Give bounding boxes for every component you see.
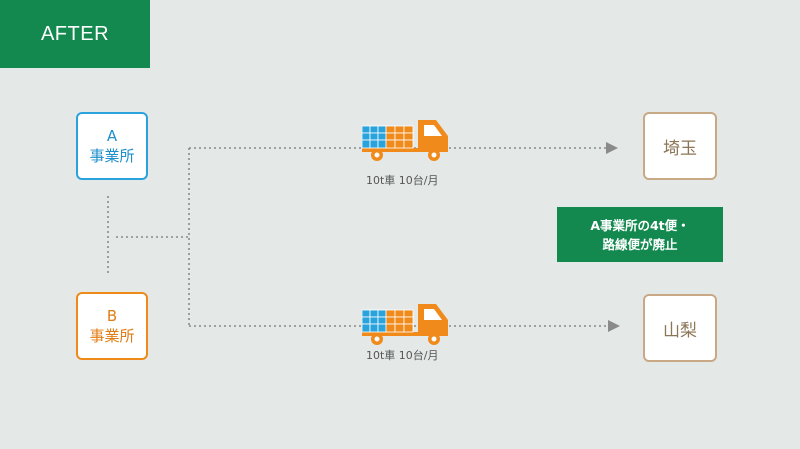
route-bottom-caption: 10t車 10台/月 bbox=[366, 349, 439, 362]
office-a-box: A 事業所 bbox=[76, 112, 148, 180]
note-line-1: A事業所の4t便・ bbox=[590, 217, 690, 233]
destination-saitama-label: 埼玉 bbox=[663, 138, 697, 159]
after-badge: AFTER bbox=[0, 0, 150, 68]
after-label: AFTER bbox=[40, 22, 110, 45]
destination-yamanashi: 山梨 bbox=[643, 294, 717, 362]
abolished-note: A事業所の4t便・ 路線便が廃止 bbox=[557, 207, 723, 262]
destination-saitama: 埼玉 bbox=[643, 112, 717, 180]
truck-icon bbox=[362, 304, 448, 345]
arrow-right-icon bbox=[608, 320, 620, 332]
office-b-letter: B bbox=[106, 307, 118, 325]
truck-icon bbox=[362, 120, 448, 161]
office-a-letter: A bbox=[106, 127, 118, 145]
arrow-right-icon bbox=[606, 142, 618, 154]
destination-yamanashi-label: 山梨 bbox=[663, 320, 697, 341]
note-line-2: 路線便が廃止 bbox=[602, 236, 678, 252]
office-b-box: B 事業所 bbox=[76, 292, 148, 360]
route-top-caption: 10t車 10台/月 bbox=[366, 174, 439, 187]
office-a-name: 事業所 bbox=[89, 147, 135, 165]
office-b-name: 事業所 bbox=[89, 327, 135, 345]
